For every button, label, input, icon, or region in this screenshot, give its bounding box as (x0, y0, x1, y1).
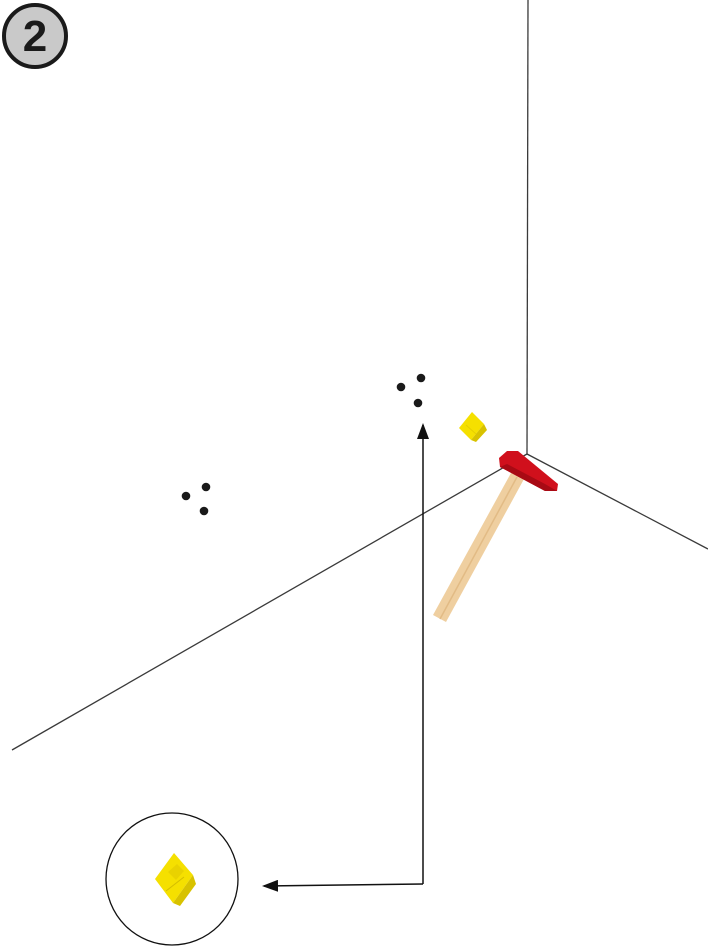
hole-mark-dot (200, 507, 209, 516)
callout-arrow (264, 425, 423, 886)
hole-marks-left (182, 483, 211, 516)
hammer-icon (433, 451, 558, 622)
detail-view-circle (106, 813, 238, 945)
hole-mark-dot (397, 383, 406, 392)
hole-marks-right (397, 374, 426, 408)
room-corner-lines (12, 0, 708, 750)
hole-mark-dot (182, 492, 191, 501)
wall-plug-icon (459, 412, 487, 442)
wall-corner-vertical-line (527, 0, 528, 454)
callout-arrow-left (264, 884, 423, 886)
floor-right-edge-line (527, 454, 708, 549)
hole-mark-dot (202, 483, 211, 492)
hole-mark-dot (414, 399, 423, 408)
hole-mark-dot (417, 374, 426, 383)
